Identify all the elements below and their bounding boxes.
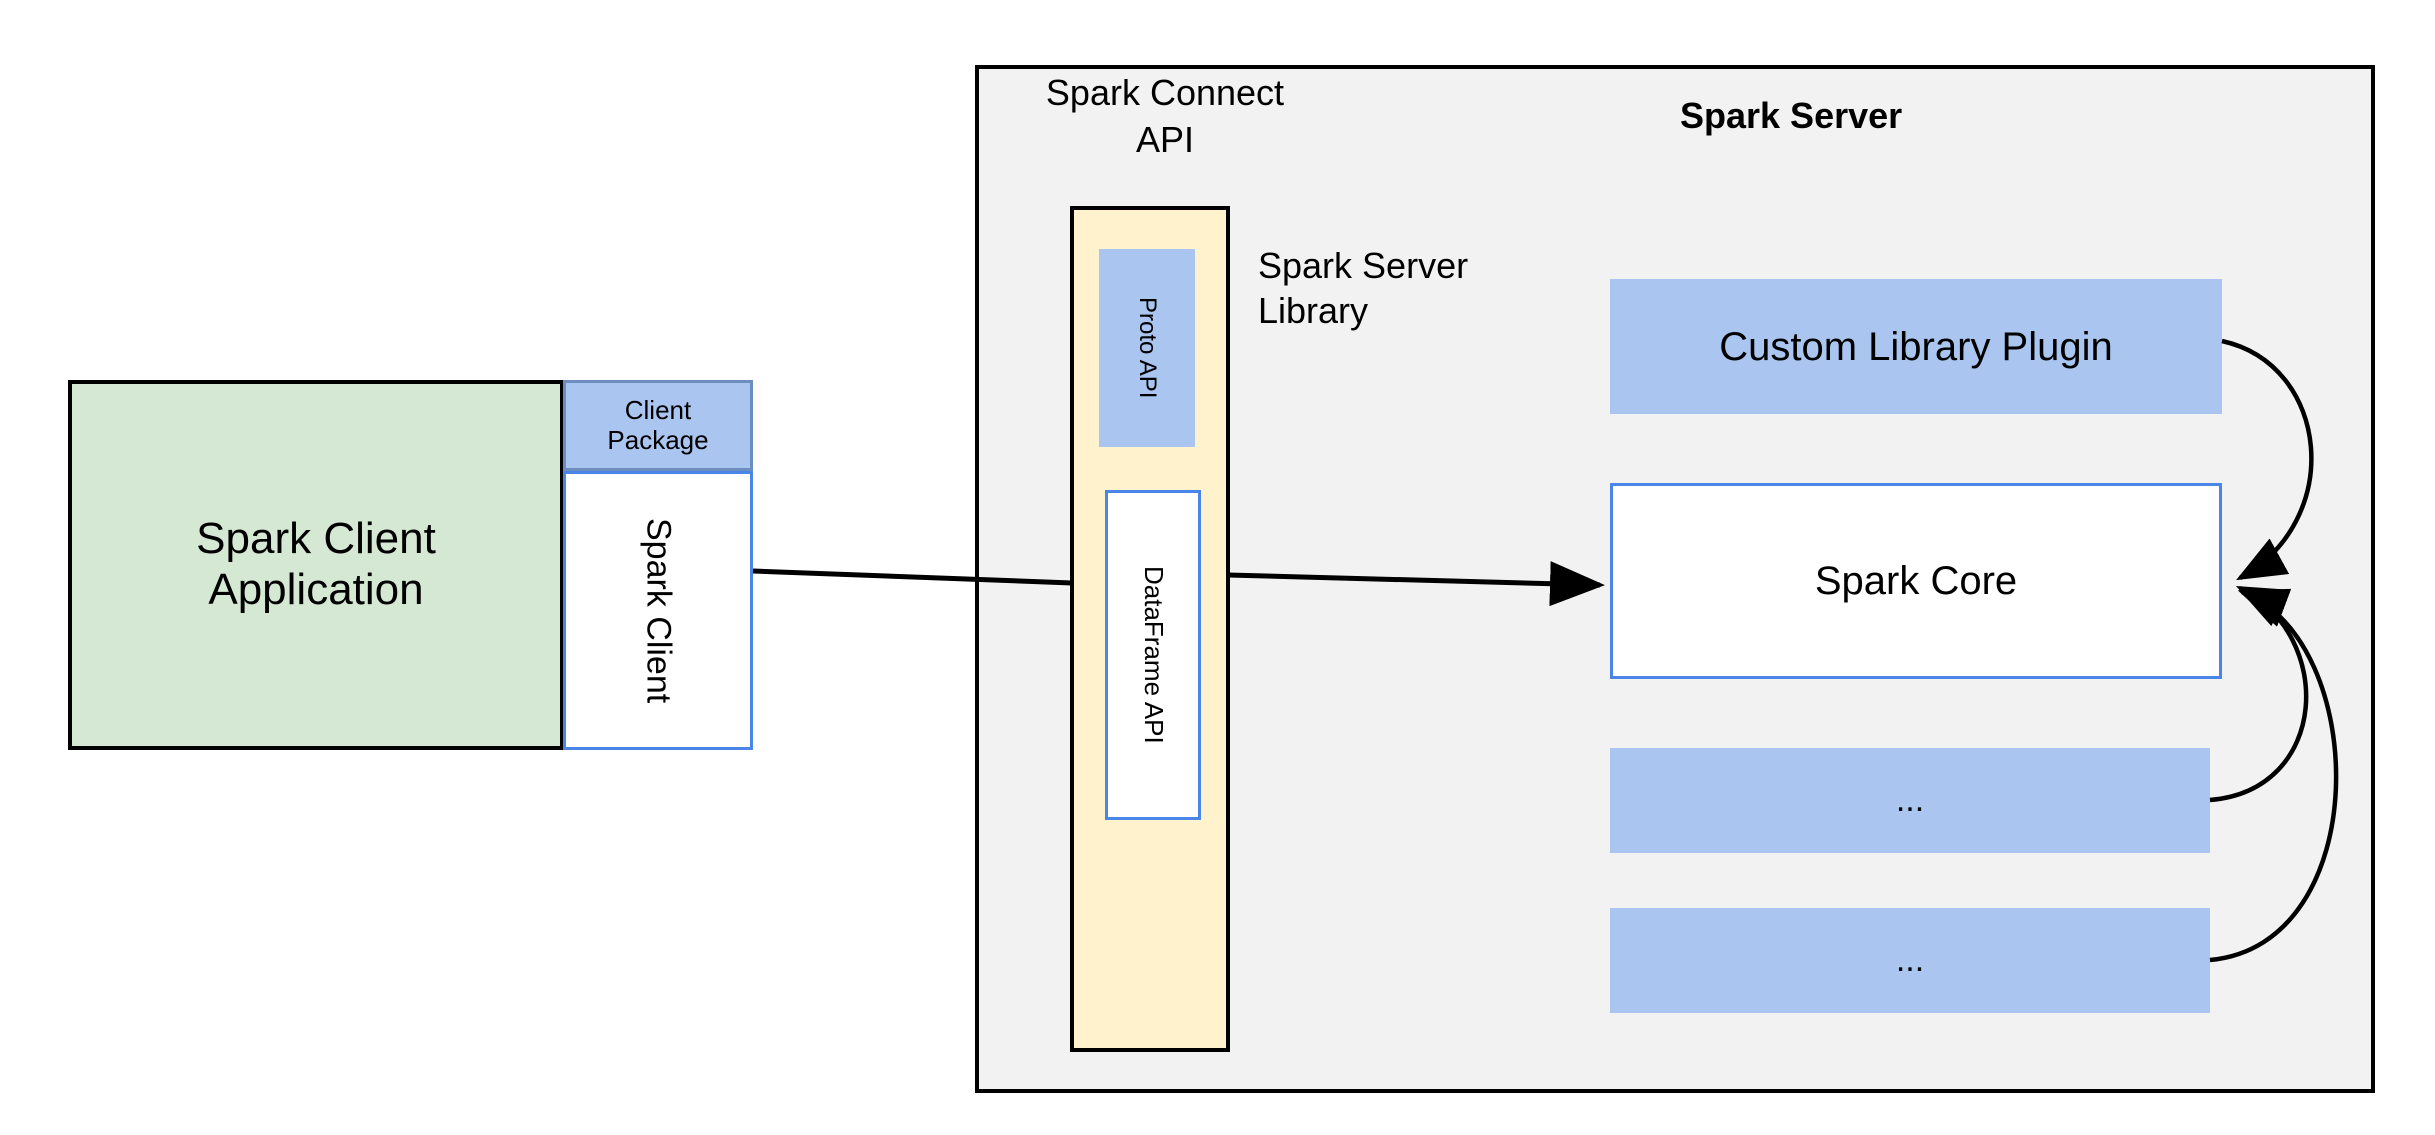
spark-client-box[interactable]: Spark Client	[563, 471, 753, 750]
spark-connect-api-label: Spark Connect API	[1005, 70, 1325, 170]
spark-server-library-label: Spark Server Library	[1258, 243, 1588, 353]
spark-server-library-label-line-1: Spark Server	[1258, 245, 1469, 286]
client-package-label-line-2: Package	[607, 424, 709, 455]
custom-library-plugin-box[interactable]: Custom Library Plugin	[1610, 279, 2222, 414]
spark-client-application-box[interactable]: Spark Client Application	[68, 380, 564, 750]
spark-server-library-label-line-2: Library	[1258, 290, 1369, 331]
spark-server-title: Spark Server	[1680, 95, 1903, 136]
ellipsis-box-1[interactable]: ...	[1610, 748, 2210, 853]
spark-connect-api-label-line-1: Spark Connect	[1045, 72, 1285, 113]
ellipsis-box-2[interactable]: ...	[1610, 908, 2210, 1013]
proto-api-box[interactable]: Proto API	[1099, 249, 1195, 447]
spark-core-box[interactable]: Spark Core	[1610, 483, 2222, 679]
dataframe-api-box[interactable]: DataFrame API	[1105, 490, 1201, 820]
spark-client-application-line-1: Spark Client	[196, 514, 436, 564]
spark-client-application-line-2: Application	[208, 565, 424, 614]
client-package-label-line-1: Client	[624, 394, 692, 425]
dataframe-api-label: DataFrame API	[1138, 566, 1169, 744]
proto-api-label: Proto API	[1133, 297, 1161, 399]
client-package-header[interactable]: Client Package	[563, 380, 753, 471]
spark-connect-api-label-line-2: API	[1135, 118, 1194, 160]
spark-client-label: Spark Client	[639, 517, 678, 704]
